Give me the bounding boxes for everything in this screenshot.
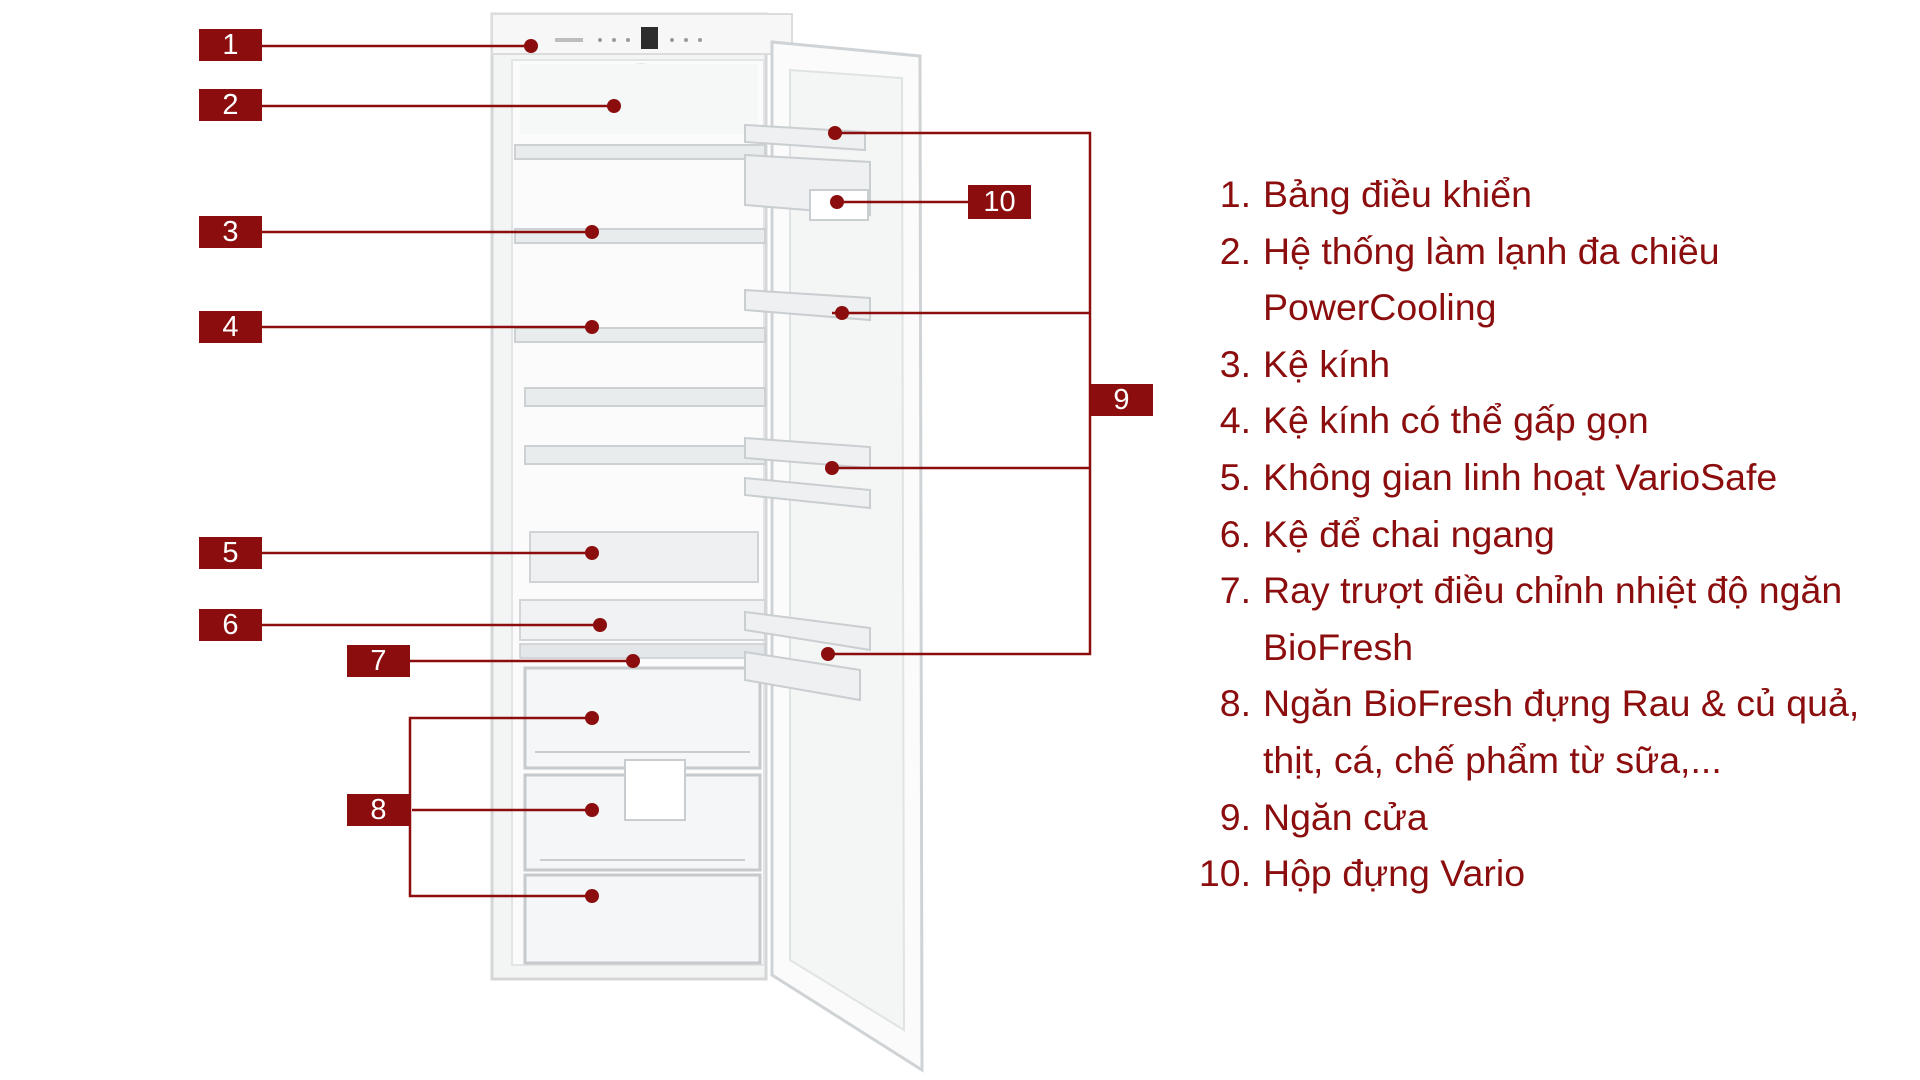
- callout-5: 5: [199, 537, 262, 569]
- legend-item: 1.Bảng điều khiển: [1219, 173, 1532, 215]
- callout-7: 7: [347, 645, 410, 677]
- legend-item: 3.Kệ kính: [1219, 342, 1391, 385]
- callout-3: 3: [199, 216, 262, 248]
- brand-badge: [555, 38, 583, 42]
- leader-dots: [524, 39, 849, 903]
- variosafe-box: [529, 531, 759, 583]
- callout-6: 6: [199, 609, 262, 641]
- leader-lines: [262, 44, 1092, 898]
- legend-list: 1.Bảng điều khiển 2.Hệ thống làm lạnh đa…: [1168, 166, 1913, 902]
- legend-item: 6.Kệ để chai ngang: [1219, 512, 1555, 555]
- legend-item: 9.Ngăn cửa: [1219, 795, 1428, 838]
- control-display: [641, 27, 658, 49]
- bottle-rack: [519, 599, 766, 641]
- callout-8: 8: [347, 794, 410, 826]
- legend-item: 10.Hộp đựng Vario: [1198, 852, 1526, 895]
- callout-4: 4: [199, 311, 262, 343]
- callout-2: 2: [199, 89, 262, 121]
- biofresh-slider: [519, 643, 766, 659]
- legend-item: 7.Ray trượt điều chỉnh nhiệt độ ngăn Bio…: [1219, 569, 1843, 668]
- legend-item: 8.Ngăn BioFresh đựng Rau & củ quả, thịt,…: [1219, 682, 1860, 781]
- callout-1: 1: [199, 29, 262, 61]
- callout-10: 10: [968, 185, 1031, 219]
- control-buttons: [598, 38, 702, 42]
- legend-item: 5.Không gian linh hoạt VarioSafe: [1219, 455, 1778, 498]
- callout-9: 9: [1090, 384, 1153, 416]
- legend-item: 4.Kệ kính có thể gấp gọn: [1219, 399, 1649, 442]
- legend-item: 2.Hệ thống làm lạnh đa chiều PowerCoolin…: [1219, 229, 1720, 329]
